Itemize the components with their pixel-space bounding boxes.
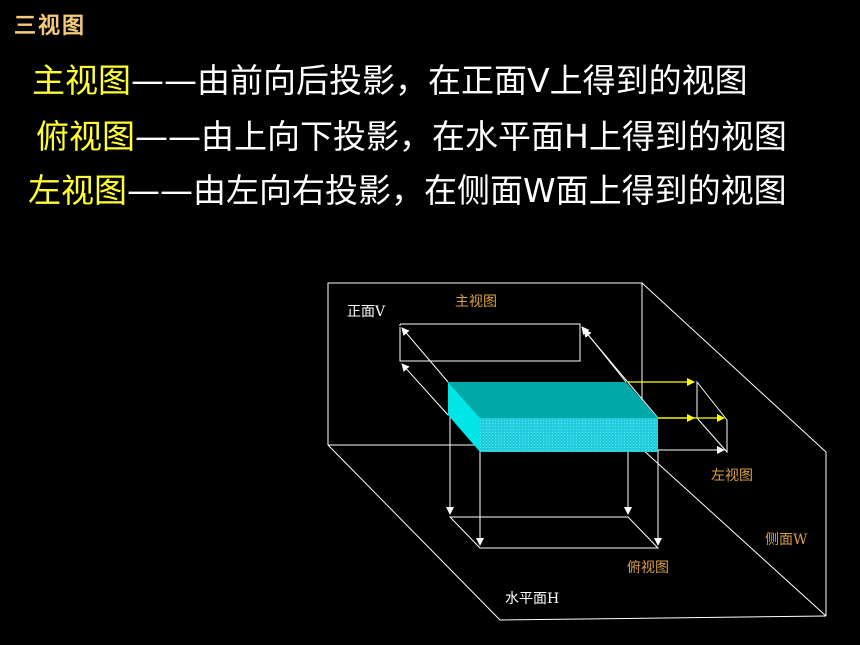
label-plane-v: 正面V bbox=[347, 304, 386, 320]
front-view-projection bbox=[399, 323, 659, 419]
term-top-view: 俯视图 bbox=[36, 117, 135, 156]
proj-arrow-front-2 bbox=[401, 363, 449, 416]
desc-top-view: ——由上向下投影，在水平面H上得到的视图 bbox=[135, 117, 787, 156]
box-front-face bbox=[480, 418, 658, 452]
plane-axis-vw bbox=[641, 448, 827, 617]
plane-h-front-edge bbox=[499, 615, 827, 621]
solid-box bbox=[448, 382, 658, 452]
desc-left-view: ——由左向右投影，在侧面W面上得到的视图 bbox=[127, 171, 787, 210]
definition-top-view: 俯视图——由上向下投影，在水平面H上得到的视图 bbox=[36, 110, 787, 158]
label-view-left: 左视图 bbox=[711, 468, 753, 484]
box-left-face bbox=[448, 382, 480, 452]
proj-arrow-front-4 bbox=[583, 329, 659, 419]
definition-front-view: 主视图——由前向后投影，在正面V上得到的视图 bbox=[32, 54, 748, 102]
label-plane-w: 侧面W bbox=[765, 532, 808, 548]
definition-left-view: 左视图——由左向右投影，在侧面W面上得到的视图 bbox=[28, 164, 787, 212]
front-view-outline bbox=[399, 323, 581, 362]
left-view-outline bbox=[696, 380, 728, 454]
term-left-view: 左视图 bbox=[28, 171, 127, 210]
top-view-projection bbox=[446, 415, 662, 549]
slide-title: 三视图 bbox=[14, 14, 87, 39]
term-front-view: 主视图 bbox=[32, 61, 131, 100]
plane-axis-vh bbox=[327, 444, 501, 621]
desc-front-view: ——由前向后投影，在正面V上得到的视图 bbox=[131, 61, 748, 100]
box-top-face bbox=[448, 382, 658, 418]
left-view-projection bbox=[658, 380, 728, 454]
top-view-outline bbox=[448, 516, 660, 549]
plane-v-outline bbox=[327, 282, 643, 449]
label-view-front: 主视图 bbox=[455, 294, 497, 310]
label-view-top: 俯视图 bbox=[627, 560, 669, 576]
plane-axis-h-top bbox=[641, 282, 827, 453]
proj-arrow-front-1 bbox=[401, 327, 449, 383]
label-plane-h: 水平面H bbox=[505, 591, 559, 607]
